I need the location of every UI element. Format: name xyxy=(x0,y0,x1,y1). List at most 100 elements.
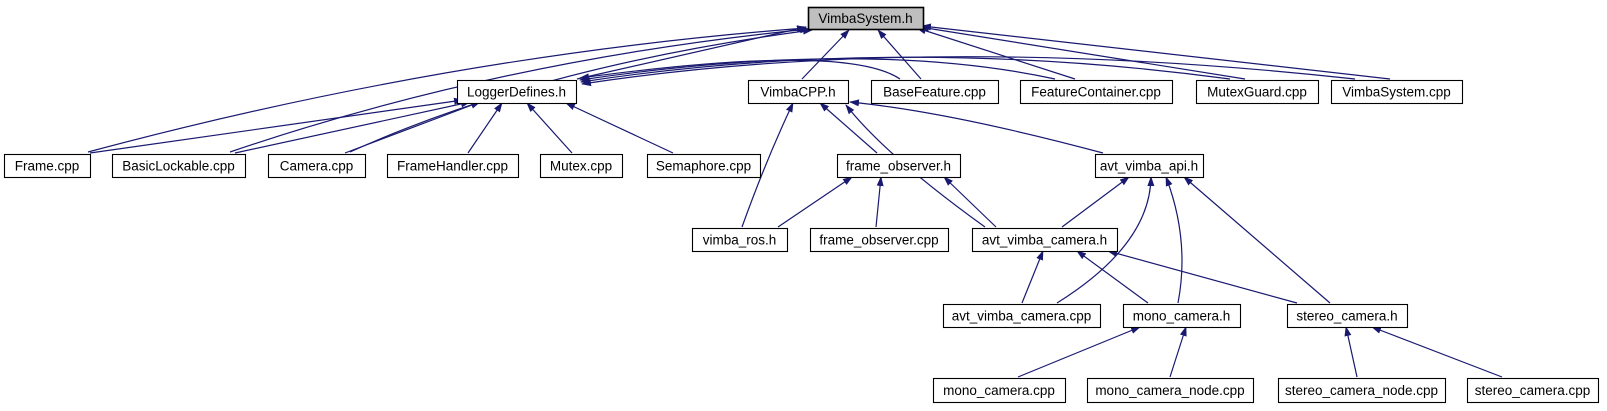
node-label-base-feature-cpp: BaseFeature.cpp xyxy=(883,85,986,100)
node-label-stereo-camera-node-cpp: stereo_camera_node.cpp xyxy=(1285,383,1438,398)
edge-stereo-camera-h-to-avt-vimba-camera-h xyxy=(1107,250,1298,304)
node-box-vimba-system-cpp xyxy=(1330,79,1464,105)
node-mono-camera-h[interactable]: mono_camera.h xyxy=(1122,303,1242,329)
node-label-frame-observer-cpp: frame_observer.cpp xyxy=(819,233,938,248)
edge-avt-vimba-camera-h-to-avt-vimba-api-h xyxy=(1061,176,1130,228)
edge-feature-container-cpp-to-vimba-system-h xyxy=(916,27,1076,80)
node-box-mono-camera-h xyxy=(1122,303,1242,329)
edge-stereo-camera-node-cpp-to-stereo-camera-h xyxy=(1344,326,1358,378)
node-label-semaphore-cpp: Semaphore.cpp xyxy=(656,159,751,174)
node-box-avt-vimba-api-h xyxy=(1094,153,1205,179)
edge-semaphore-cpp-to-logger-defines-h xyxy=(565,102,674,154)
edge-avt-vimba-api-h-to-vimba-cpp-h xyxy=(849,99,1104,154)
node-vimba-cpp-h[interactable]: VimbaCPP.h xyxy=(747,79,850,105)
node-box-avt-vimba-camera-h xyxy=(971,227,1119,253)
edge-mutex-cpp-to-logger-defines-h xyxy=(526,102,573,154)
edge-stereo-camera-cpp-to-stereo-camera-h xyxy=(1371,326,1503,378)
edge-frame-cpp-to-logger-defines-h xyxy=(89,97,464,154)
node-label-basic-lockable-cpp: BasicLockable.cpp xyxy=(122,159,235,174)
node-basic-lockable-cpp[interactable]: BasicLockable.cpp xyxy=(111,153,247,179)
node-frame-observer-h[interactable]: frame_observer.h xyxy=(836,153,962,179)
node-label-avt-vimba-api-h: avt_vimba_api.h xyxy=(1100,159,1198,174)
node-label-mono-camera-h: mono_camera.h xyxy=(1133,309,1231,324)
node-label-frame-handler-cpp: FrameHandler.cpp xyxy=(397,159,508,174)
node-box-vimba-system-h xyxy=(807,6,925,31)
node-box-mono-camera-node-cpp xyxy=(1086,377,1255,404)
node-vimba-ros-h[interactable]: vimba_ros.h xyxy=(691,227,789,253)
node-camera-cpp[interactable]: Camera.cpp xyxy=(267,153,367,179)
edge-base-feature-cpp-to-vimba-system-h xyxy=(877,29,922,80)
node-frame-cpp[interactable]: Frame.cpp xyxy=(3,153,92,179)
edge-mono-camera-h-to-avt-vimba-api-h xyxy=(1165,176,1183,304)
edge-camera-cpp-to-vimba-system-h xyxy=(349,27,813,153)
node-mutex-cpp[interactable]: Mutex.cpp xyxy=(539,153,624,179)
node-base-feature-cpp[interactable]: BaseFeature.cpp xyxy=(870,79,1000,105)
node-feature-container-cpp[interactable]: FeatureContainer.cpp xyxy=(1019,79,1174,105)
node-box-mono-camera-cpp xyxy=(932,377,1067,404)
node-vimba-system-cpp[interactable]: VimbaSystem.cpp xyxy=(1330,79,1464,105)
node-box-stereo-camera-cpp xyxy=(1466,377,1600,404)
node-stereo-camera-node-cpp[interactable]: stereo_camera_node.cpp xyxy=(1277,377,1447,404)
node-stereo-camera-cpp[interactable]: stereo_camera.cpp xyxy=(1466,377,1600,404)
node-box-feature-container-cpp xyxy=(1019,79,1174,105)
edge-mono-camera-cpp-to-mono-camera-h xyxy=(1017,326,1141,378)
node-box-vimba-ros-h xyxy=(691,227,789,253)
edge-avt-vimba-camera-cpp-to-avt-vimba-camera-h xyxy=(1021,250,1044,304)
node-box-stereo-camera-h xyxy=(1286,303,1409,329)
edge-base-feature-cpp-to-logger-defines-h xyxy=(579,59,901,81)
node-label-mutex-cpp: Mutex.cpp xyxy=(550,159,612,174)
edge-stereo-camera-h-to-avt-vimba-api-h xyxy=(1183,176,1331,304)
edge-basic-lockable-cpp-to-vimba-system-h xyxy=(229,26,810,153)
node-mono-camera-node-cpp[interactable]: mono_camera_node.cpp xyxy=(1086,377,1255,404)
node-box-camera-cpp xyxy=(267,153,367,179)
node-label-avt-vimba-camera-cpp: avt_vimba_camera.cpp xyxy=(952,309,1092,324)
node-label-avt-vimba-camera-h: avt_vimba_camera.h xyxy=(982,233,1107,248)
node-box-base-feature-cpp xyxy=(870,79,1000,105)
node-mutex-guard-cpp[interactable]: MutexGuard.cpp xyxy=(1195,79,1320,105)
node-box-basic-lockable-cpp xyxy=(111,153,247,179)
node-avt-vimba-camera-cpp[interactable]: avt_vimba_camera.cpp xyxy=(942,303,1102,329)
node-box-mutex-guard-cpp xyxy=(1195,79,1320,105)
edge-frame-cpp-to-vimba-system-h xyxy=(87,25,807,153)
edge-camera-cpp-to-logger-defines-h xyxy=(344,101,481,154)
node-box-frame-cpp xyxy=(3,153,92,179)
edge-avt-vimba-camera-cpp-to-avt-vimba-api-h xyxy=(1056,176,1155,304)
node-semaphore-cpp[interactable]: Semaphore.cpp xyxy=(646,153,762,179)
edge-mono-camera-node-cpp-to-mono-camera-h xyxy=(1169,326,1187,378)
node-label-vimba-cpp-h: VimbaCPP.h xyxy=(760,85,835,100)
node-box-mutex-cpp xyxy=(539,153,624,179)
node-label-mutex-guard-cpp: MutexGuard.cpp xyxy=(1207,85,1307,100)
node-avt-vimba-api-h[interactable]: avt_vimba_api.h xyxy=(1094,153,1205,179)
node-mono-camera-cpp[interactable]: mono_camera.cpp xyxy=(932,377,1067,404)
node-box-frame-observer-cpp xyxy=(809,227,950,253)
edge-vimba-ros-h-to-frame-observer-h xyxy=(777,176,853,228)
node-stereo-camera-h[interactable]: stereo_camera.h xyxy=(1286,303,1409,329)
node-box-vimba-cpp-h xyxy=(747,79,850,105)
node-vimba-system-h: VimbaSystem.h xyxy=(807,6,925,31)
node-label-stereo-camera-h: stereo_camera.h xyxy=(1296,309,1397,324)
edge-mutex-guard-cpp-to-vimba-system-h xyxy=(919,24,1246,80)
edge-vimba-cpp-h-to-vimba-system-h xyxy=(801,29,850,80)
node-avt-vimba-camera-h[interactable]: avt_vimba_camera.h xyxy=(971,227,1119,253)
edge-avt-vimba-camera-h-to-frame-observer-h xyxy=(943,176,997,228)
edge-frame-observer-cpp-to-frame-observer-h xyxy=(875,176,884,228)
node-label-vimba-ros-h: vimba_ros.h xyxy=(703,233,777,248)
edge-frame-handler-cpp-to-logger-defines-h xyxy=(467,102,503,154)
node-frame-observer-cpp[interactable]: frame_observer.cpp xyxy=(809,227,950,253)
node-frame-handler-cpp[interactable]: FrameHandler.cpp xyxy=(386,153,520,179)
node-label-frame-cpp: Frame.cpp xyxy=(15,159,80,174)
node-box-stereo-camera-node-cpp xyxy=(1277,377,1447,404)
node-label-logger-defines-h: LoggerDefines.h xyxy=(467,85,566,100)
node-label-feature-container-cpp: FeatureContainer.cpp xyxy=(1031,85,1161,100)
edge-vimba-system-cpp-to-vimba-system-h xyxy=(921,23,1391,80)
node-label-mono-camera-cpp: mono_camera.cpp xyxy=(943,383,1055,398)
edge-mono-camera-h-to-avt-vimba-camera-h xyxy=(1076,250,1149,304)
node-label-mono-camera-node-cpp: mono_camera_node.cpp xyxy=(1095,383,1244,398)
edge-frame-observer-h-to-vimba-cpp-h xyxy=(819,102,878,154)
node-box-logger-defines-h xyxy=(456,79,578,105)
node-label-camera-cpp: Camera.cpp xyxy=(280,159,354,174)
node-box-semaphore-cpp xyxy=(646,153,762,179)
node-logger-defines-h[interactable]: LoggerDefines.h xyxy=(456,79,578,105)
